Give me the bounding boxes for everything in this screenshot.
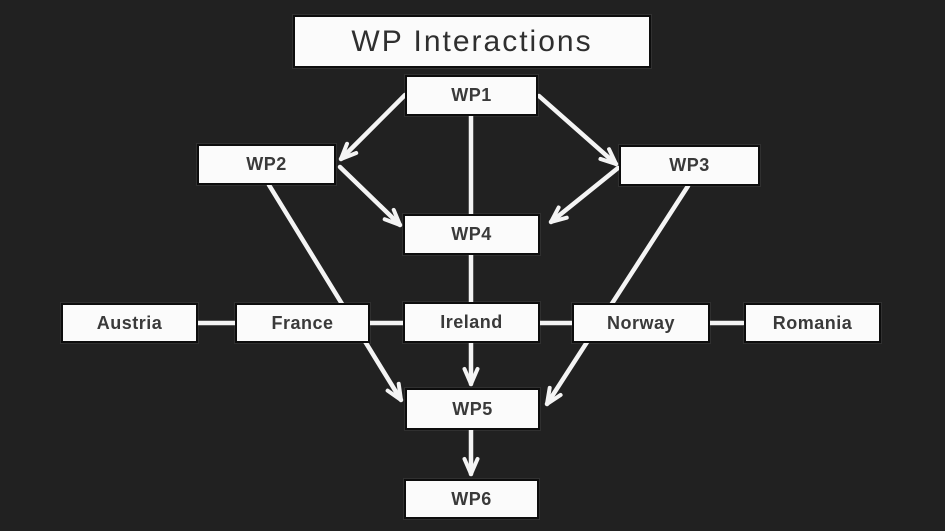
- edge-wp1-wp2: [338, 92, 408, 162]
- edge-wp1-wp3: [536, 93, 619, 167]
- node-norway: Norway: [572, 303, 710, 343]
- edge-wp3-wp5: [544, 183, 691, 407]
- node-wp3: WP3: [619, 145, 760, 186]
- node-wp6: WP6: [404, 479, 539, 519]
- node-romania: Romania: [744, 303, 881, 343]
- node-ireland: Ireland: [403, 302, 540, 343]
- edge-wp3-wp4: [548, 165, 621, 225]
- node-wp2: WP2: [197, 144, 336, 185]
- node-wp5: WP5: [405, 388, 540, 430]
- node-france: France: [235, 303, 370, 343]
- node-austria: Austria: [61, 303, 198, 343]
- edge-wp2-wp4: [337, 164, 403, 228]
- edge-wp2-wp5: [266, 182, 404, 403]
- node-wp1: WP1: [405, 75, 538, 116]
- node-wp4: WP4: [403, 214, 540, 255]
- diagram-title: WP Interactions: [293, 15, 651, 68]
